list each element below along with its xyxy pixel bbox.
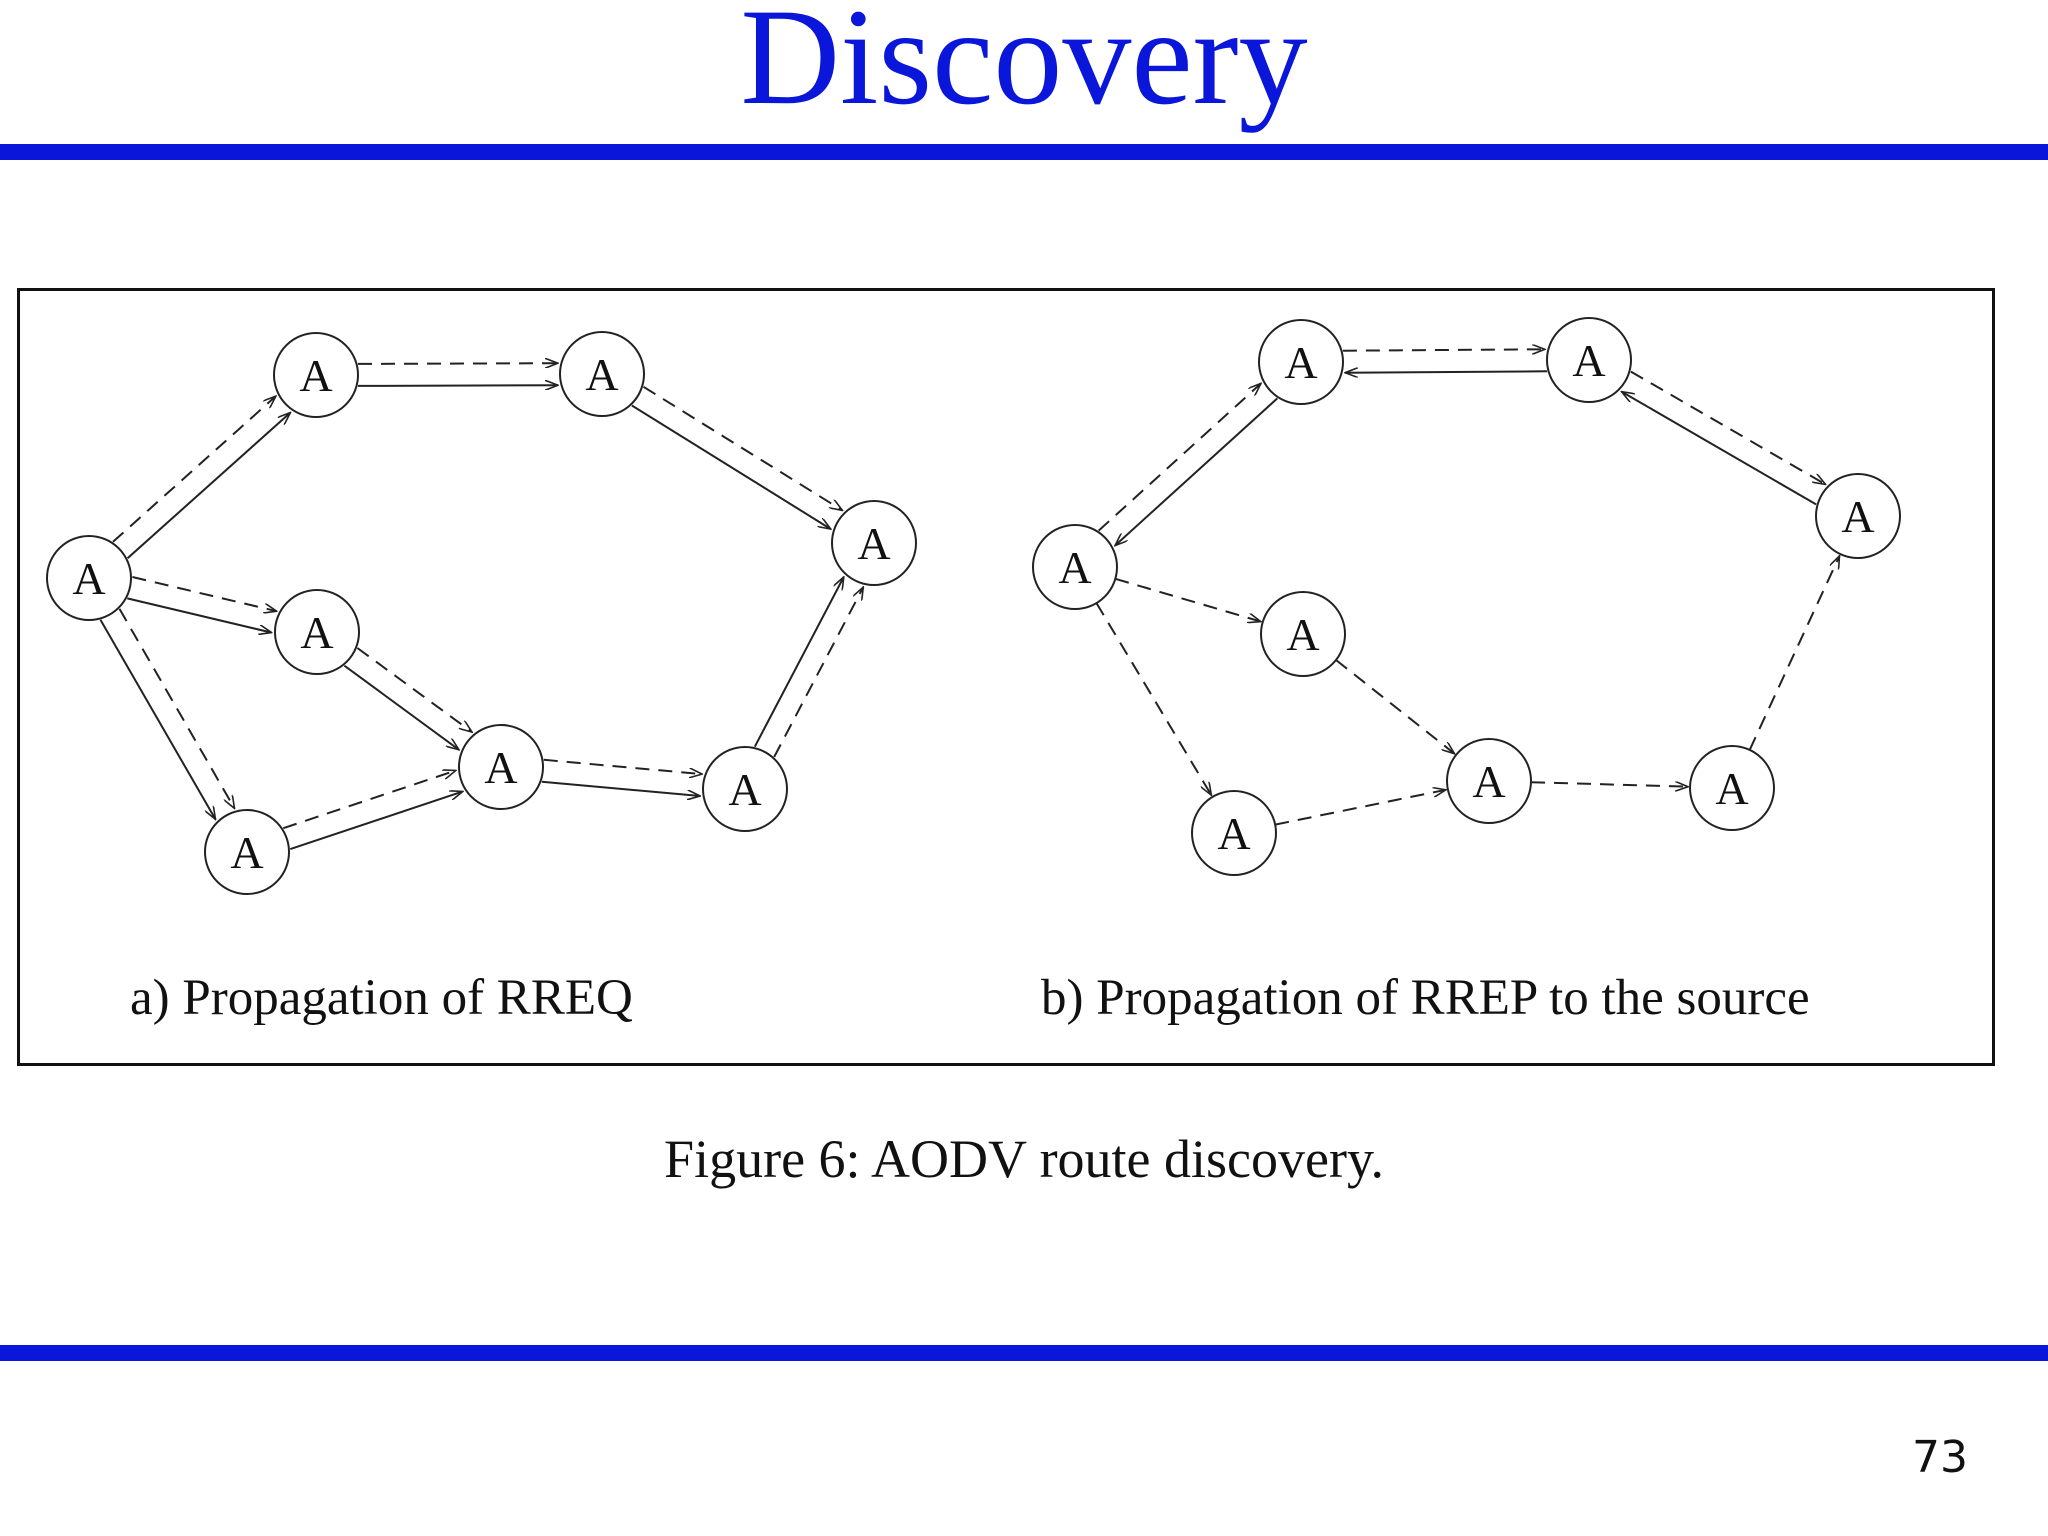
edge-a5-a7-solid <box>343 664 459 750</box>
node-circle <box>274 589 360 675</box>
edge-b2-b1-solid <box>1115 397 1278 545</box>
node-b7: A <box>1446 738 1532 824</box>
edges-layer <box>99 349 1840 851</box>
node-circle <box>559 331 645 417</box>
node-a3: A <box>559 331 645 417</box>
nodes-layer: A A A A A A A A A A A A A A A A <box>46 317 1901 895</box>
title-rule <box>0 144 2048 160</box>
node-circle <box>1689 745 1775 831</box>
edge-a1-a5-dashed <box>132 576 276 611</box>
node-a5: A <box>274 589 360 675</box>
node-circle <box>1546 317 1632 403</box>
node-circle <box>1446 738 1532 824</box>
node-circle <box>273 332 359 418</box>
node-label: A <box>299 350 332 401</box>
node-b4: A <box>1815 473 1901 559</box>
node-label: A <box>1472 756 1505 807</box>
node-circle <box>702 746 788 832</box>
node-b1: A <box>1032 524 1118 610</box>
node-circle <box>1191 790 1277 876</box>
node-label: A <box>230 827 263 878</box>
panel-b-label: b) Propagation of RREP to the source <box>1041 970 1810 1026</box>
node-circle <box>458 724 544 810</box>
node-b2: A <box>1258 319 1344 405</box>
figure-caption: Figure 6: AODV route discovery. <box>664 1129 1384 1189</box>
node-label: A <box>728 764 761 815</box>
edge-b5-b7-dashed <box>1335 659 1455 754</box>
edge-a5-a7-dashed <box>356 647 472 732</box>
edge-a1-a6-solid <box>99 619 216 820</box>
node-a1: A <box>46 535 132 621</box>
slide-title: Discovery <box>740 0 1308 133</box>
node-label: A <box>585 349 618 400</box>
edge-b6-b7-dashed <box>1275 790 1446 826</box>
edge-b1-b6-dashed <box>1095 602 1212 795</box>
edge-a8-a4-solid <box>753 577 844 748</box>
edge-b4-b3-solid <box>1622 392 1817 506</box>
edge-a8-a4-dashed <box>773 587 863 758</box>
edge-b3-b4-dashed <box>1630 370 1826 485</box>
edge-a3-a4-solid <box>631 404 831 530</box>
edge-a6-a7-dashed <box>282 771 456 830</box>
edge-b3-b2-solid <box>1345 371 1548 372</box>
footer-rule <box>0 1345 2048 1361</box>
node-circle <box>1032 524 1118 610</box>
node-label: A <box>484 742 517 793</box>
node-label: A <box>300 607 333 658</box>
node-label: A <box>72 553 105 604</box>
node-b6: A <box>1191 790 1277 876</box>
edge-a3-a4-dashed <box>642 385 843 511</box>
page-number: 73 <box>1912 1432 1968 1483</box>
node-a7: A <box>458 724 544 810</box>
edge-b2-b3-dashed <box>1342 349 1545 350</box>
node-circle <box>1260 591 1346 677</box>
node-label: A <box>1058 542 1091 593</box>
edge-a6-a7-solid <box>289 791 463 851</box>
node-label: A <box>1841 491 1874 542</box>
edge-a1-a2-solid <box>126 413 291 559</box>
edge-a7-a8-solid <box>541 780 700 796</box>
node-circle <box>1258 319 1344 405</box>
node-label: A <box>1286 609 1319 660</box>
edge-b1-b5-dashed <box>1115 577 1261 622</box>
node-circle <box>1815 473 1901 559</box>
edge-b1-b2-dashed <box>1098 383 1261 532</box>
node-b8: A <box>1689 745 1775 831</box>
node-b5: A <box>1260 591 1346 677</box>
node-circle <box>831 500 917 586</box>
edge-a1-a2-dashed <box>112 396 276 543</box>
node-circle <box>204 809 290 895</box>
node-a6: A <box>204 809 290 895</box>
edge-b8-b4-dashed <box>1748 556 1840 751</box>
edge-b7-b8-dashed <box>1530 781 1688 787</box>
edge-a2-a3-dashed <box>357 363 558 364</box>
edge-a1-a5-solid <box>127 597 271 632</box>
node-label: A <box>1217 808 1250 859</box>
node-label: A <box>1284 337 1317 388</box>
edge-a1-a6-dashed <box>118 608 235 809</box>
edge-a2-a3-solid <box>357 385 558 386</box>
node-a8: A <box>702 746 788 832</box>
edge-a7-a8-dashed <box>543 758 702 774</box>
node-label: A <box>1715 763 1748 814</box>
node-b3: A <box>1546 317 1632 403</box>
node-circle <box>46 535 132 621</box>
node-label: A <box>1572 335 1605 386</box>
node-label: A <box>857 518 890 569</box>
node-a4: A <box>831 500 917 586</box>
node-a2: A <box>273 332 359 418</box>
panel-a-label: a) Propagation of RREQ <box>130 970 633 1026</box>
